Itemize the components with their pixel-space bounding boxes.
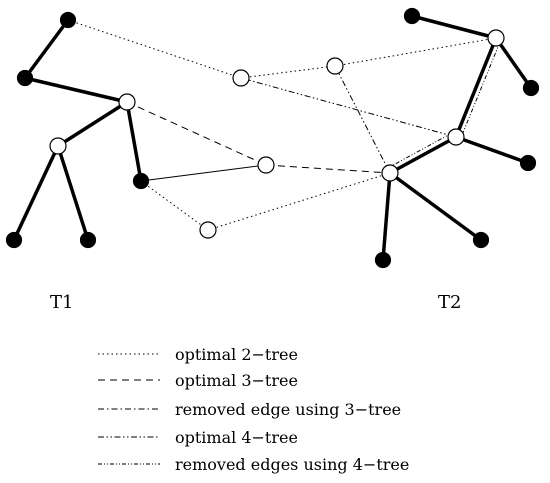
t1-edge bbox=[23, 18, 70, 80]
t2-edge bbox=[388, 135, 458, 175]
t2-edge bbox=[454, 36, 498, 139]
legend-label: optimal 3−tree bbox=[175, 371, 298, 390]
tree-t2-label: T2 bbox=[438, 292, 461, 313]
t1-edge bbox=[125, 100, 143, 183]
hollow-node bbox=[257, 156, 275, 174]
tree-t1-label: T1 bbox=[50, 292, 73, 313]
legend: optimal 2−tree optimal 3−tree removed ed… bbox=[98, 345, 409, 474]
filled-node bbox=[403, 7, 421, 25]
hollow-node bbox=[199, 221, 217, 239]
edge-3tree-steiner3-to-t2hub bbox=[265, 164, 391, 174]
legend-label: optimal 4−tree bbox=[175, 428, 298, 447]
hollow-node bbox=[49, 137, 67, 155]
t1-edge bbox=[56, 100, 129, 148]
filled-node bbox=[519, 154, 537, 172]
edge-3tree-leaf-to-steiner3 bbox=[140, 164, 267, 182]
t2-edge bbox=[410, 14, 498, 40]
t2-edge bbox=[454, 135, 530, 165]
edge-3tree-t1root-to-steiner3 bbox=[126, 101, 267, 166]
nodes bbox=[5, 7, 540, 269]
t1-edge bbox=[12, 144, 60, 242]
legend-label: optimal 2−tree bbox=[175, 345, 298, 364]
legend-label: removed edge using 3−tree bbox=[175, 400, 401, 419]
filled-node bbox=[79, 231, 97, 249]
edge-4tree-steiner1-to-t2mid bbox=[240, 77, 457, 138]
filled-node bbox=[522, 79, 540, 97]
hollow-node bbox=[232, 69, 250, 87]
t2-edge bbox=[388, 171, 483, 242]
filled-node bbox=[132, 172, 150, 190]
t2-edge bbox=[381, 171, 392, 262]
edge-2tree-steiner1-to-steiner2 bbox=[240, 65, 336, 79]
edge-2tree-leaf-to-steiner5 bbox=[140, 180, 209, 231]
filled-node bbox=[472, 231, 490, 249]
hollow-node bbox=[487, 29, 505, 47]
edge-removed-4tree-b bbox=[385, 132, 453, 170]
edge-2tree-steiner2-to-t2top bbox=[334, 37, 497, 67]
edge-2tree-t1top-to-steiner1 bbox=[67, 19, 242, 79]
t2-edge bbox=[494, 36, 533, 90]
edge-4tree-steiner2-to-t2hub bbox=[334, 65, 391, 174]
connection-edges bbox=[67, 19, 501, 231]
filled-node bbox=[5, 231, 23, 249]
hollow-node bbox=[381, 164, 399, 182]
t1-edge bbox=[56, 144, 90, 242]
edge-removed-4tree-a bbox=[459, 41, 501, 141]
filled-node bbox=[374, 251, 392, 269]
t1-edge bbox=[23, 76, 129, 104]
legend-label: removed edges using 4−tree bbox=[175, 455, 409, 474]
filled-node bbox=[59, 11, 77, 29]
tree-t2-edges bbox=[381, 14, 533, 262]
hollow-node bbox=[118, 93, 136, 111]
hollow-node bbox=[447, 128, 465, 146]
hollow-node bbox=[326, 57, 344, 75]
edge-2tree-steiner5-to-t2hub bbox=[207, 172, 391, 231]
filled-node bbox=[16, 69, 34, 87]
tree-t1-edges bbox=[12, 18, 143, 242]
